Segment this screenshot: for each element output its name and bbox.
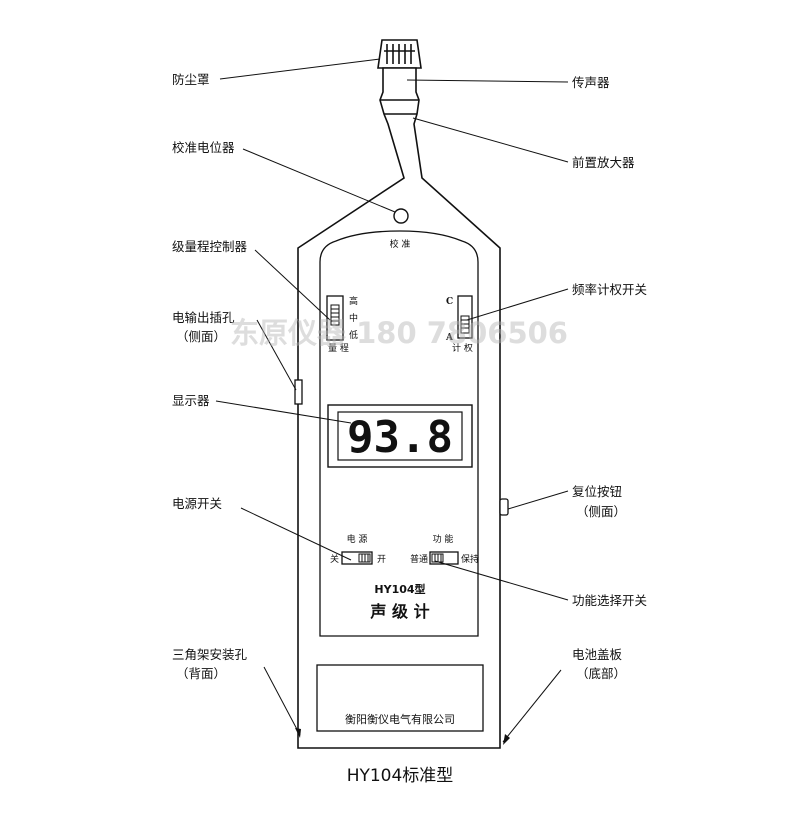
label-battery-cover: 电池盖板 — [572, 647, 623, 662]
power-off-label: 关 — [330, 553, 339, 565]
range-mid-label: 中 — [349, 312, 358, 324]
function-hold-label: 保持 — [461, 553, 479, 565]
label-output-jack: 电输出插孔 — [172, 310, 235, 325]
label-reset-button: 复位按钮 — [572, 484, 622, 499]
display-value: 93.8 — [347, 412, 453, 463]
range-switch[interactable] — [326, 295, 344, 341]
label-freq-weighting: 频率计权开关 — [572, 282, 647, 297]
label-microphone: 传声器 — [572, 75, 610, 90]
calibrate-label: 校 准 — [390, 238, 411, 250]
device-name: 声 级 计 — [369, 602, 429, 621]
power-label: 电 源 — [347, 533, 368, 545]
range-high-label: 高 — [349, 295, 358, 307]
front-panel — [319, 230, 479, 637]
leader-lines — [215, 58, 569, 743]
range-low-label: 低 — [349, 329, 358, 341]
label-battery-cover-note: （底部） — [576, 666, 626, 681]
range-label: 量 程 — [328, 343, 349, 354]
label-tripod-hole: 三角架安装孔 — [172, 647, 248, 662]
function-switch[interactable] — [429, 551, 459, 565]
leader-arrowheads — [295, 728, 510, 745]
weight-a-label: A — [445, 333, 454, 343]
caption: HY104标准型 — [347, 766, 454, 786]
function-label: 功 能 — [433, 533, 454, 545]
label-function-switch: 功能选择开关 — [572, 593, 647, 608]
dust-cover — [377, 39, 422, 69]
battery-cover — [316, 664, 484, 732]
weight-c-label: C — [446, 297, 453, 307]
lcd-display: 93.8 — [327, 404, 473, 468]
reset-button[interactable] — [499, 498, 509, 516]
weight-label: 计 权 — [452, 342, 473, 354]
label-reset-button-note: （侧面） — [576, 504, 626, 519]
model-label: HY104型 — [374, 582, 425, 596]
function-normal-label: 普通 — [410, 553, 428, 565]
label-output-jack-note: （侧面） — [176, 329, 226, 344]
label-preamplifier: 前置放大器 — [572, 155, 635, 170]
label-calibration-pot: 校准电位器 — [172, 140, 235, 155]
label-dust-cover: 防尘罩 — [172, 72, 210, 87]
manufacturer: 衡阳衡仪电气有限公司 — [345, 712, 455, 726]
label-power-switch: 电源开关 — [172, 496, 222, 511]
power-switch[interactable] — [341, 551, 373, 565]
calibration-knob[interactable] — [393, 208, 409, 224]
label-display: 显示器 — [172, 393, 210, 408]
power-on-label: 开 — [377, 554, 386, 565]
watermark: 东原仪器 180 7806506 — [230, 316, 568, 350]
weighting-switch[interactable] — [457, 295, 473, 339]
label-range-control: 级量程控制器 — [172, 239, 248, 254]
output-jack[interactable] — [294, 379, 303, 405]
label-tripod-hole-note: （背面） — [176, 666, 226, 681]
